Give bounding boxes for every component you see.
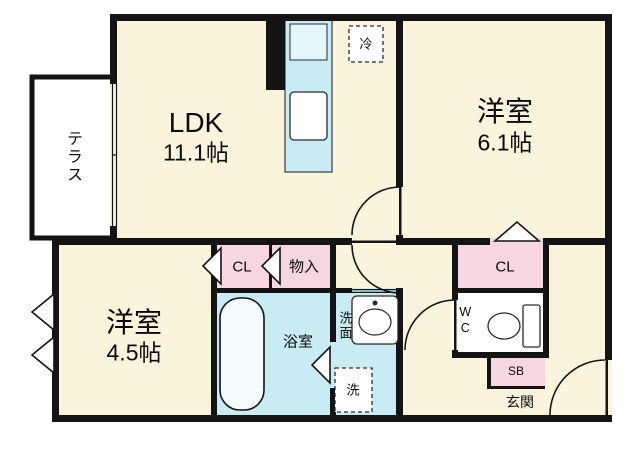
wc-label: WC [458, 305, 473, 337]
fixtures [219, 25, 541, 413]
washer-label: 洗 [346, 382, 360, 398]
hall-door-arc [351, 244, 401, 294]
vanity-basin [358, 308, 392, 336]
wall-wc-bottom [452, 352, 549, 358]
shoe-box-label: SB [507, 364, 525, 378]
wall-mid-center [400, 238, 490, 245]
entrance-label: 玄関 [506, 394, 534, 410]
bedroom-small-floor [52, 238, 217, 422]
closet-bedroom-folding-door [492, 220, 542, 242]
bedroom-large-size: 6.1帖 [477, 129, 533, 156]
vanity-unit [351, 295, 399, 345]
bedroom-small-name: 洋室 [105, 307, 163, 338]
bathroom-folding-door [310, 345, 331, 385]
closet-hall-folding-door [201, 246, 222, 286]
doors [30, 186, 608, 416]
window-shutter-triangle [30, 335, 55, 375]
toilet-tank [522, 304, 541, 348]
refrigerator-label: 冷 [359, 36, 373, 52]
wall-shoe-box-west [487, 358, 491, 389]
closet-bedroom-floor [452, 238, 549, 293]
bedroom-small-size: 4.5帖 [106, 339, 162, 366]
vanity-faucet [372, 300, 378, 306]
windows [111, 84, 396, 293]
wall-bath-top [211, 288, 352, 293]
wall-ldk-bedroom-divider [396, 14, 403, 187]
bedroom-large-door-leaf [399, 187, 402, 235]
kitchen-sink [289, 91, 328, 141]
washroom-label: 洗面 [337, 311, 353, 341]
wall-bath-storage-lower [330, 388, 336, 422]
bedroom-large-name: 洋室 [476, 96, 534, 127]
terrace-label: テラス [64, 130, 81, 184]
wall-ldk-bedroom-divider-stub [396, 235, 403, 245]
wall-ldk-west-upper [110, 14, 117, 84]
entrance-door-arc [549, 359, 606, 416]
corridor-floor [336, 238, 403, 296]
closet-hall-label: CL [232, 258, 252, 276]
entrance-corridor-floor [543, 238, 612, 358]
wall-left-bedroom-small [52, 238, 59, 422]
ldk-size: 11.1帖 [162, 139, 230, 166]
storage-closet-label: 物入 [288, 258, 320, 276]
wall-mid-west [52, 238, 352, 245]
storage-closet-folding-door [260, 246, 281, 286]
wall-bedroom-small-east [211, 238, 217, 422]
wall-wc-top [452, 288, 549, 293]
bathroom-label: 浴室 [282, 333, 314, 351]
wall-entrance-divider [543, 238, 549, 358]
wall-top [110, 14, 612, 21]
wc-door-leaf [454, 300, 457, 350]
walls [52, 14, 612, 422]
wc-door-arc [404, 299, 456, 351]
stove [289, 23, 328, 61]
washer-space [334, 367, 373, 413]
shoe-box-floor [487, 355, 545, 389]
refrigerator-space [348, 25, 384, 63]
wall-washroom-east [396, 288, 403, 422]
closet-bedroom-label: CL [495, 258, 515, 276]
wall-ldk-west-lower [110, 226, 117, 245]
hall-floor [396, 238, 458, 422]
wall-wc-west-upper [452, 238, 458, 300]
window-shutter-triangle [30, 292, 55, 332]
bedroom-large-door-arc [351, 186, 401, 236]
ldk-name: LDK [168, 107, 224, 138]
toilet-bowl [487, 312, 521, 340]
bathtub [219, 297, 265, 411]
wall-shoe-box-bottom [487, 386, 545, 389]
wall-right [605, 14, 612, 360]
entrance-door-leaf [605, 360, 608, 415]
hall-door-leaf [352, 240, 400, 243]
wall-mid-east [543, 238, 612, 245]
room-floors [29, 14, 612, 422]
wall-kitchen-pillar [266, 14, 285, 90]
bedroom-large-floor [400, 14, 612, 244]
